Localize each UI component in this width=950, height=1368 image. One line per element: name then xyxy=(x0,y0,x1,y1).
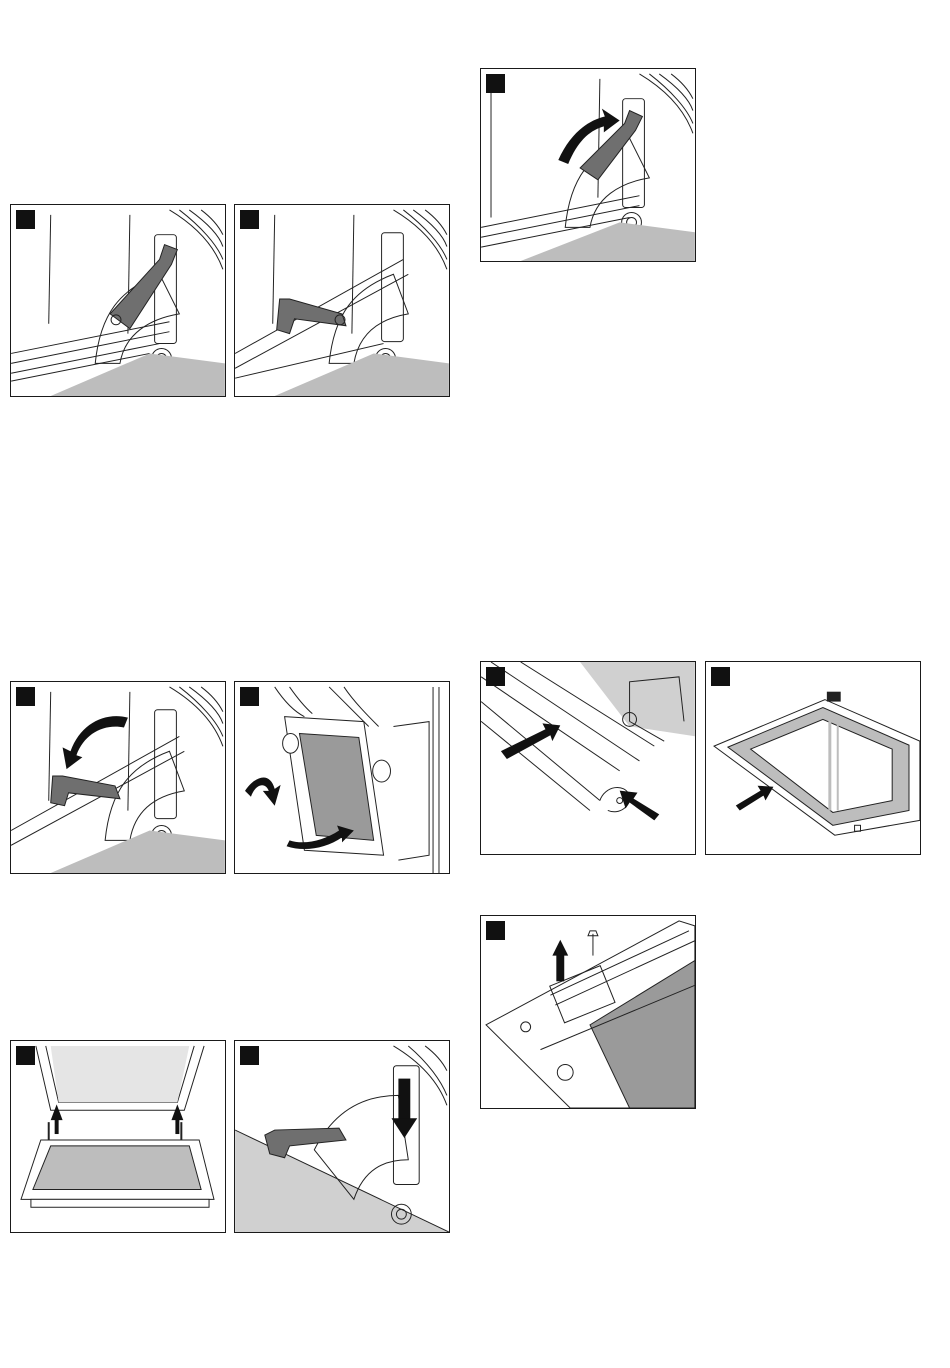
door-lift-out-icon xyxy=(235,682,449,873)
step-marker xyxy=(16,1046,35,1065)
step-marker xyxy=(711,667,730,686)
glass-pane-slide-icon xyxy=(706,662,920,854)
panel-hinge-lever-fold-back xyxy=(10,681,226,874)
step-marker xyxy=(240,687,259,706)
step-marker xyxy=(16,687,35,706)
hinge-lever-down-icon xyxy=(11,205,225,396)
panel-door-refit xyxy=(10,1040,226,1233)
hinge-lever-down-arrow-icon xyxy=(11,682,225,873)
step-marker xyxy=(486,74,505,93)
hinge-insert-arrow-icon xyxy=(235,1041,449,1232)
panel-hinge-lever-closed xyxy=(10,204,226,397)
door-refit-arrows-icon xyxy=(11,1041,225,1232)
cover-strip-remove-icon xyxy=(481,662,695,854)
step-marker xyxy=(240,210,259,229)
panel-door-glass-clamp xyxy=(480,915,696,1109)
panel-door-glass-pane xyxy=(705,661,921,855)
panel-hinge-reinsert xyxy=(234,1040,450,1233)
panel-door-cover-strip xyxy=(480,661,696,855)
step-marker xyxy=(486,921,505,940)
hinge-lever-folded-icon xyxy=(235,205,449,396)
step-marker xyxy=(16,210,35,229)
step-marker xyxy=(240,1046,259,1065)
panel-hinge-lever-folded xyxy=(234,204,450,397)
panel-hinge-lever-open xyxy=(480,68,696,262)
step-marker xyxy=(486,667,505,686)
clamp-screw-remove-icon xyxy=(481,916,695,1108)
panel-door-remove xyxy=(234,681,450,874)
hinge-lever-up-arrow-icon xyxy=(481,69,695,261)
